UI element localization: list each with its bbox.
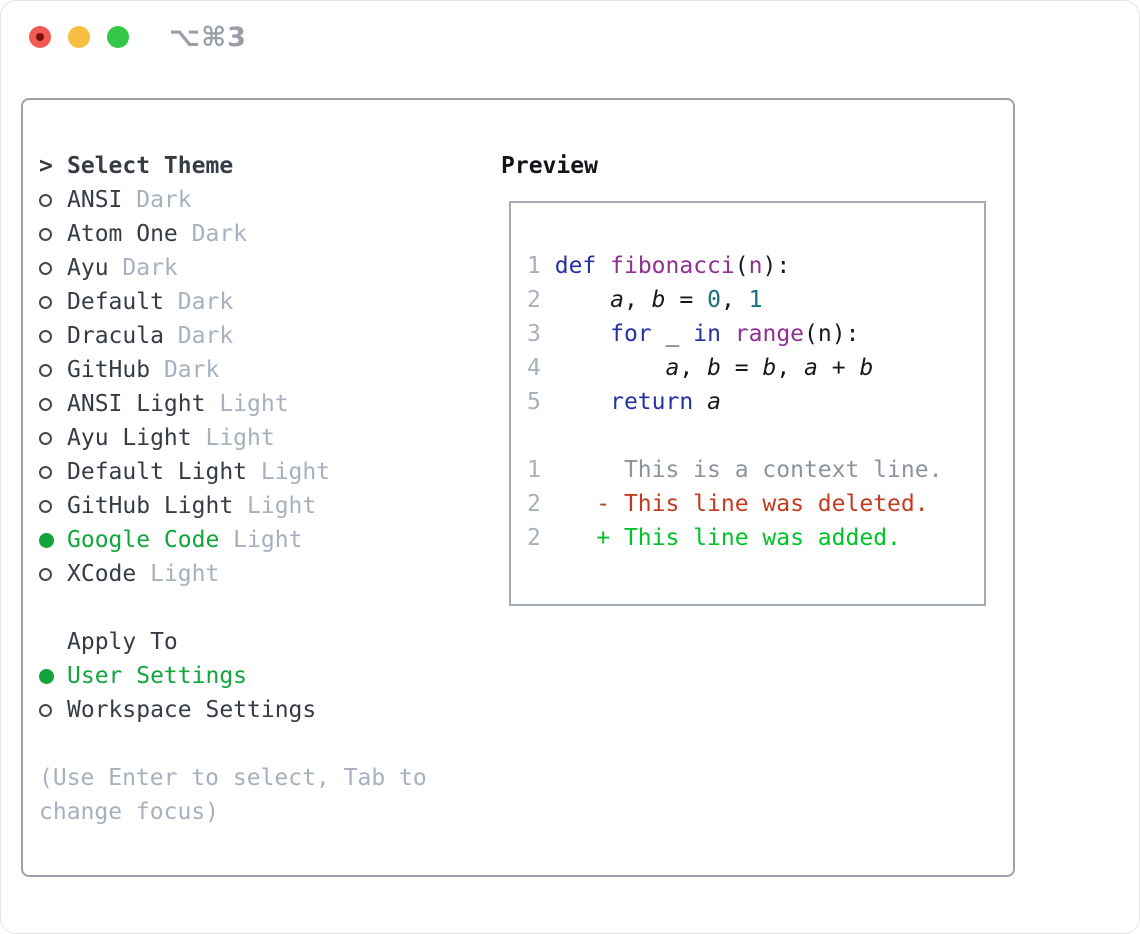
help-text: (Use Enter to select, Tab to change focus… [39, 761, 427, 829]
radio-icon [39, 431, 52, 445]
theme-option-ansi-light[interactable]: ANSI Light Light [39, 387, 427, 421]
close-dot-icon [36, 33, 44, 41]
theme-option-atom-one[interactable]: Atom One Dark [39, 217, 427, 251]
maximize-button[interactable] [107, 26, 129, 48]
theme-option-ayu[interactable]: Ayu Dark [39, 251, 427, 285]
option-label: GitHub Light [67, 493, 234, 519]
apply-to-header: Apply To [39, 625, 427, 659]
diff-text: - This line was deleted. [540, 491, 929, 517]
radio-icon [39, 227, 52, 241]
close-button[interactable] [29, 26, 51, 48]
option-label: GitHub [67, 357, 151, 383]
line-number: 1 [527, 457, 541, 483]
line-number: 2 [527, 491, 541, 517]
theme-option-xcode[interactable]: XCode Light [39, 557, 427, 591]
theme-variant-label: Light [136, 561, 220, 587]
line-number: 2 [527, 525, 541, 551]
focus-caret-icon: > [39, 153, 53, 179]
line-number: 2 [527, 287, 541, 313]
select-theme-header: > Select Theme [39, 149, 427, 183]
radio-icon [39, 499, 52, 513]
radio-icon [39, 397, 52, 411]
option-label: XCode [67, 561, 137, 587]
theme-variant-label: Dark [163, 289, 234, 315]
theme-variant-label: Light [205, 391, 289, 417]
theme-variant-label: Light [219, 527, 303, 553]
window-title: ⌥⌘3 [169, 22, 247, 53]
code-line: 4 a, b = b, a + b [527, 355, 874, 381]
code-line: 2 a, b = 0, 1 [527, 287, 763, 313]
radio-icon [39, 295, 52, 309]
line-number: 5 [527, 389, 541, 415]
theme-option-ayu-light[interactable]: Ayu Light Light [39, 421, 427, 455]
theme-variant-label: Dark [108, 255, 178, 281]
option-label: Ayu Light [67, 425, 192, 451]
option-label: Dracula [67, 323, 164, 349]
theme-variant-label: Light [233, 493, 317, 519]
theme-variant-label: Dark [150, 357, 220, 383]
diff-text: + This line was added. [540, 525, 901, 551]
hint-line: change focus) [39, 799, 220, 825]
preview-box: 1 def fibonacci(n): 2 a, b = 0, 1 3 for _ … [509, 201, 986, 606]
radio-selected-icon [39, 532, 54, 548]
option-label: Default Light [67, 459, 248, 485]
line-number: 3 [527, 321, 541, 347]
theme-option-default[interactable]: Default Dark [39, 285, 427, 319]
diff-line-context: 1 This is a context line. [527, 453, 984, 487]
theme-option-default-light[interactable]: Default Light Light [39, 455, 427, 489]
radio-icon [39, 703, 52, 717]
preview-section: Preview 1 def fibonacci(n): 2 a, b = 0, 1… [501, 149, 986, 606]
preview-heading: Preview [501, 153, 598, 179]
apply-option-workspace-settings[interactable]: Workspace Settings [39, 693, 427, 727]
theme-variant-label: Dark [122, 187, 192, 213]
radio-icon [39, 261, 52, 275]
option-label: ANSI [67, 187, 123, 213]
option-label: ANSI Light [67, 391, 206, 417]
hint-line: (Use Enter to select, Tab to [39, 765, 427, 791]
option-label: Default [67, 289, 164, 315]
theme-option-google-code[interactable]: Google Code Light [39, 523, 427, 557]
theme-variant-label: Dark [177, 221, 248, 247]
radio-icon [39, 465, 52, 479]
radio-icon [39, 363, 52, 377]
line-number: 1 [527, 253, 541, 279]
apply-to-label: Apply To [67, 629, 178, 655]
option-label: Atom One [67, 221, 178, 247]
radio-icon [39, 329, 52, 343]
radio-icon [39, 193, 52, 207]
option-label: Ayu [67, 255, 109, 281]
radio-selected-icon [39, 668, 54, 684]
line-number: 4 [527, 355, 541, 381]
theme-option-github[interactable]: GitHub Dark [39, 353, 427, 387]
diff-line-added: 2 + This line was added. [527, 521, 984, 555]
code-line: 3 for _ in range(n): [527, 321, 860, 347]
theme-variant-label: Dark [163, 323, 234, 349]
radio-icon [39, 567, 52, 581]
code-line: 1 def fibonacci(n): [527, 253, 791, 279]
theme-variant-label: Light [191, 425, 275, 451]
diff-line-deleted: 2 - This line was deleted. [527, 487, 984, 521]
titlebar: ⌥⌘3 [1, 1, 1139, 73]
theme-option-ansi[interactable]: ANSI Dark [39, 183, 427, 217]
option-label: Workspace Settings [67, 697, 317, 723]
option-label: User Settings [67, 663, 248, 689]
option-label: Google Code [67, 527, 220, 553]
minimize-button[interactable] [68, 26, 90, 48]
theme-option-github-light[interactable]: GitHub Light Light [39, 489, 427, 523]
diff-text: This is a context line. [540, 457, 943, 483]
theme-option-dracula[interactable]: Dracula Dark [39, 319, 427, 353]
code-line: 5 return a [527, 389, 721, 415]
theme-variant-label: Light [247, 459, 331, 485]
apply-option-user-settings[interactable]: User Settings [39, 659, 427, 693]
select-theme-label: Select Theme [67, 153, 234, 179]
